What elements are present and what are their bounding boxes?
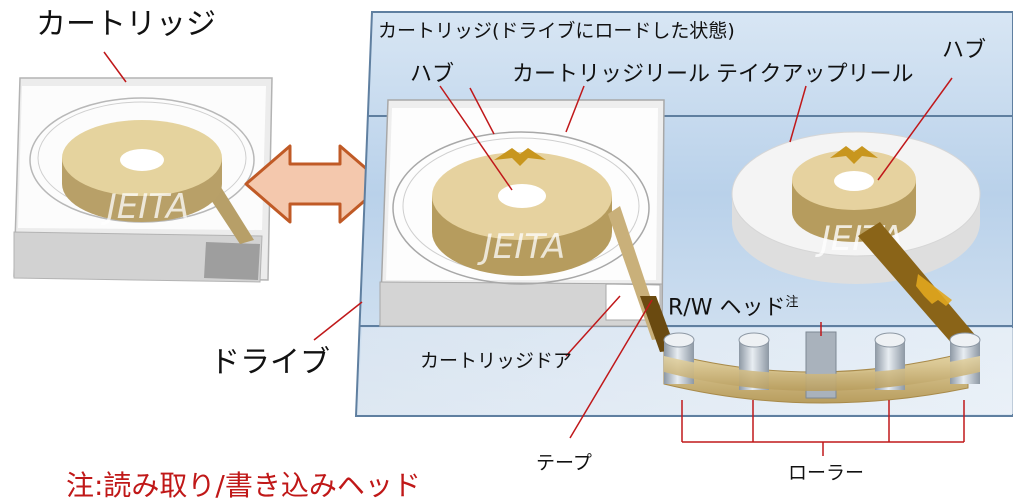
label-rw-head-text: R/W ヘッド — [668, 295, 786, 321]
cartridge-standalone: JEITA — [13, 77, 273, 283]
label-cartridge-door: カートリッジドア — [420, 350, 573, 372]
label-leader-lines — [103, 51, 965, 456]
footnote: 注:読み取り/書き込みヘッド — [66, 469, 421, 502]
label-rw-head-note: 注 — [785, 295, 799, 310]
label-cartridge: カートリッジ — [36, 7, 216, 42]
label-rw-head: R/W ヘッド注 — [668, 296, 798, 319]
label-drive: ドライブ — [210, 345, 330, 380]
label-hub-left: ハブ — [410, 62, 455, 87]
label-loaded-state: カートリッジ(ドライブにロードした状態) — [378, 20, 735, 42]
label-takeup-reel: テイクアップリール — [716, 62, 914, 87]
watermark-left: JEITA — [101, 187, 189, 227]
cartridge-loaded: JEITA — [379, 99, 665, 327]
label-hub-right: ハブ — [942, 38, 987, 63]
label-rollers: ローラー — [788, 462, 865, 484]
takeup-reel: JEITA — [731, 131, 981, 284]
label-cartridge-reel: カートリッジリール — [512, 62, 711, 87]
watermark-cartridge: JEITA — [477, 227, 565, 267]
label-tape: テープ — [536, 452, 592, 474]
rollers-and-head — [663, 331, 981, 399]
